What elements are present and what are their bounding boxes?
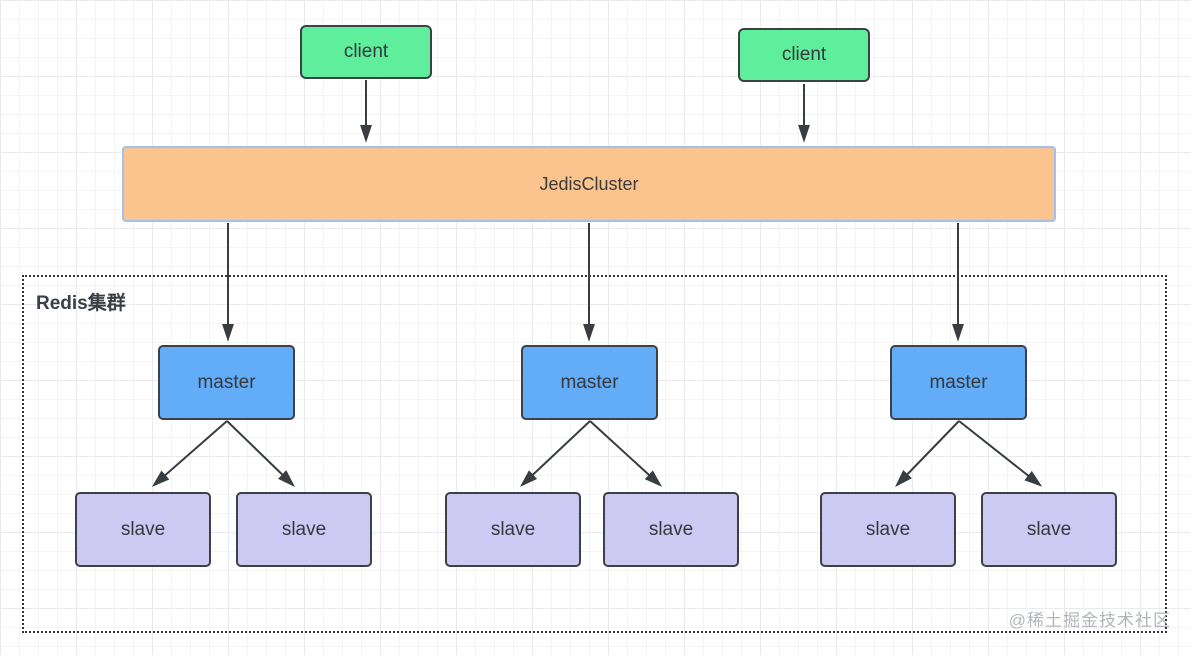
slave-node-1: slave bbox=[75, 492, 211, 567]
slave-node-5: slave bbox=[820, 492, 956, 567]
client-node-2: client bbox=[738, 28, 870, 82]
jediscluster-node: JedisCluster bbox=[122, 146, 1056, 222]
slave-node-6: slave bbox=[981, 492, 1117, 567]
redis-cluster-group-label: Redis集群 bbox=[36, 293, 126, 314]
slave-node-3: slave bbox=[445, 492, 581, 567]
watermark-text: @稀土掘金技术社区 bbox=[1008, 611, 1171, 630]
master-node-1: master bbox=[158, 345, 295, 420]
master-node-3: master bbox=[890, 345, 1027, 420]
client-node-1: client bbox=[300, 25, 432, 79]
master-node-2: master bbox=[521, 345, 658, 420]
slave-node-2: slave bbox=[236, 492, 372, 567]
redis-cluster-group-box bbox=[22, 275, 1167, 633]
slave-node-4: slave bbox=[603, 492, 739, 567]
